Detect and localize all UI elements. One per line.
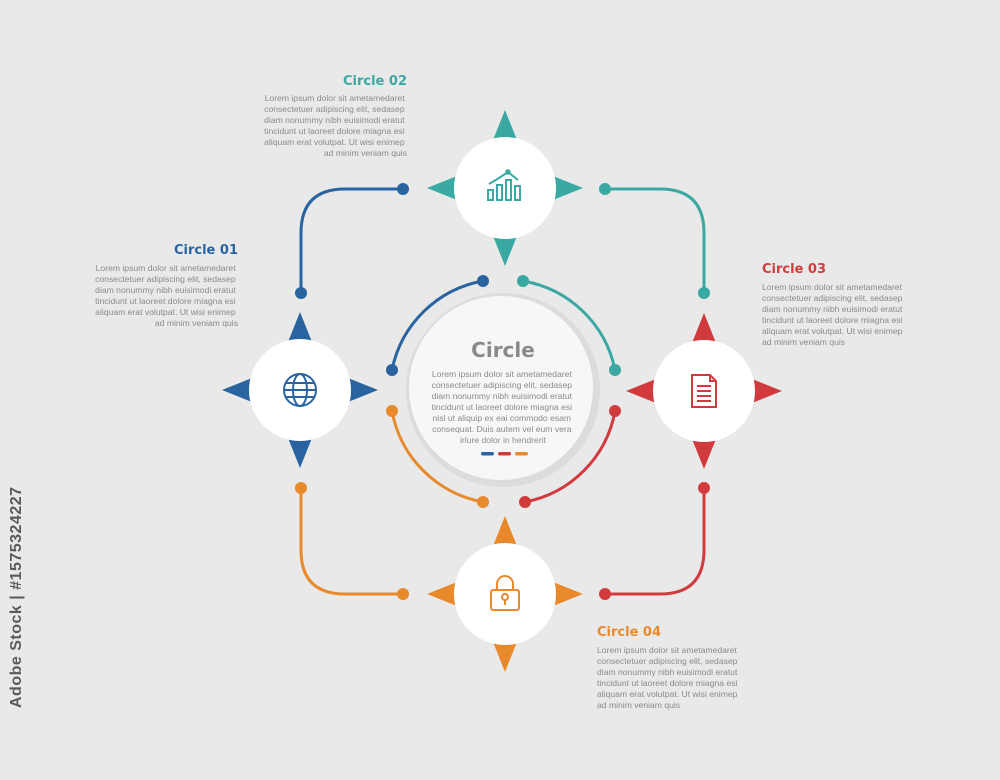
inner-arc-01 — [386, 275, 489, 376]
outer-connector-04-01 — [295, 482, 409, 600]
label-body-line: diam nonummy nibh euisimodi eratut — [95, 285, 236, 295]
label-body-line: tincidunt ut laoreet dolore miagna esi — [597, 678, 738, 688]
label-body-line: diam nonummy nibh euisimodi eratut — [762, 304, 903, 314]
label-body-line: consectetuer adipiscing elit, sedasep — [264, 104, 405, 114]
center-body-line: consectetuer adipiscing elit, sedasep — [432, 380, 573, 390]
label-body-line: Lorem ipsum dolor sit ametamedaret — [597, 645, 738, 655]
label-body-line: Lorem ipsum dolor sit ametamedaret — [96, 263, 237, 273]
bar-chart-icon — [487, 169, 521, 201]
center-title: Circle — [471, 338, 535, 362]
node-circle-02 — [427, 110, 583, 266]
label-body-line: tincidunt ut laoreet dolore miagna esi — [95, 296, 236, 306]
document-icon — [691, 374, 717, 408]
label-title: Circle 04 — [597, 625, 661, 640]
globe-icon — [283, 373, 317, 407]
center-circle: Circle Lorem ipsum dolor sit ametamedare… — [406, 293, 600, 487]
label-body-line: Lorem ipsum dolor sit ametamedaret — [265, 93, 406, 103]
label-body-line: aliquam erat volutpat. Ut wisi enimep — [95, 307, 236, 317]
inner-arc-03 — [519, 405, 621, 508]
label-title: Circle 01 — [174, 243, 238, 258]
center-body-line: tincidunt ut laoreet dolore miagna esi — [432, 402, 573, 412]
label-circle-03: Circle 03 Lorem ipsum dolor sit ametamed… — [762, 262, 905, 347]
label-body-line: aliquam erat volutpat. Ut wisi enimep — [597, 689, 738, 699]
label-body-line: consectetuer adipiscing elit, sedasep — [762, 293, 903, 303]
label-title: Circle 02 — [343, 74, 407, 89]
label-circle-01: Circle 01 Lorem ipsum dolor sit ametamed… — [95, 243, 238, 328]
label-circle-04: Circle 04 Lorem ipsum dolor sit ametamed… — [597, 625, 740, 710]
center-body-line: Lorem ipsum dolor sit ametamedaret — [432, 369, 573, 379]
label-body: Lorem ipsum dolor sit ametamedaret conse… — [597, 645, 740, 710]
outer-connector-02-03 — [599, 183, 710, 299]
label-body: Lorem ipsum dolor sit ametamedaret conse… — [95, 263, 238, 328]
label-title: Circle 03 — [762, 262, 826, 277]
center-body-line: iriure dolor in hendrerit — [460, 435, 547, 445]
label-body-line: diam nonummy nibh euisimodi eratut — [264, 115, 405, 125]
center-color-dashes — [481, 452, 528, 456]
label-body-line: aliquam erat volutpat. Ut wisi enimep — [762, 326, 903, 336]
center-body: Lorem ipsum dolor sit ametamedaret conse… — [432, 369, 575, 445]
label-body-line: diam nonummy nibh euisimodi eratut — [597, 667, 738, 677]
inner-arc-04 — [386, 405, 489, 508]
label-body-line: consectetuer adipiscing elit, sedasep — [95, 274, 236, 284]
outer-connector-01-02 — [295, 183, 409, 299]
label-body-line: tincidunt ut laoreet dolore miagna esi — [762, 315, 903, 325]
label-body: Lorem ipsum dolor sit ametamedaret conse… — [762, 282, 905, 347]
label-circle-02: Circle 02 Lorem ipsum dolor sit ametamed… — [264, 74, 407, 158]
inner-arc-02 — [517, 275, 621, 376]
label-body-line: ad minim veniam quis — [324, 148, 407, 158]
center-body-line: diam nonummy nibh euisimodi eratut — [432, 391, 573, 401]
watermark-side-text: Adobe Stock | #1575324227 — [8, 486, 25, 708]
center-body-line: nisl ut aliquip ex eai commodo esam — [433, 413, 572, 423]
label-body-line: ad minim veniam quis — [762, 337, 845, 347]
label-body-line: ad minim veniam quis — [597, 700, 680, 710]
label-body-line: consectetuer adipiscing elit, sedasep — [597, 656, 738, 666]
label-body-line: tincidunt ut laoreet dolore miagna esi — [264, 126, 405, 136]
label-body-line: aliquam erat volutpat. Ut wisi enimep — [264, 137, 405, 147]
padlock-icon — [490, 575, 520, 611]
label-body: Lorem ipsum dolor sit ametamedaret conse… — [264, 93, 407, 158]
center-body-line: consequat. Duis autem vel eum vera — [432, 424, 572, 434]
outer-connector-03-04 — [599, 482, 710, 600]
label-body-line: Lorem ipsum dolor sit ametamedaret — [762, 282, 903, 292]
node-circle-04 — [427, 516, 583, 672]
node-circle-01 — [222, 312, 378, 468]
label-body-line: ad minim veniam quis — [155, 318, 238, 328]
node-circle-03 — [626, 313, 782, 469]
